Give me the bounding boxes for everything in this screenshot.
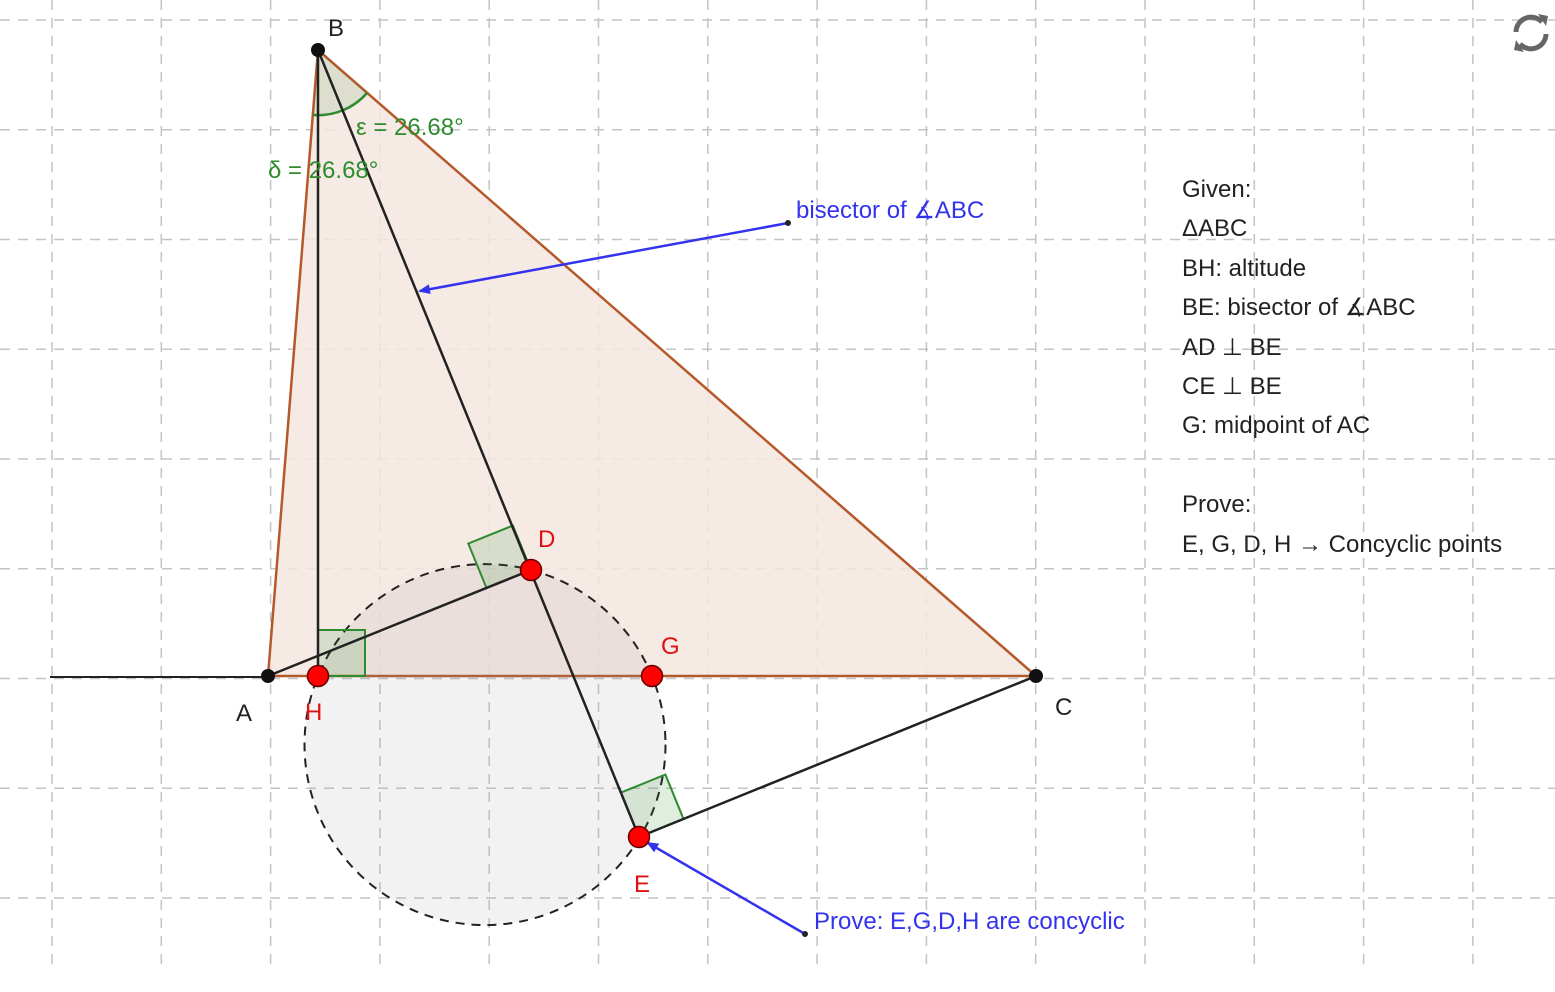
concyclic-circle[interactable] [303,563,667,927]
given-item: BE: bisector of ∡ABC [1182,294,1416,322]
label-d: D [538,526,555,553]
prove-title: Prove: [1182,491,1252,519]
refresh-icon[interactable] [1508,10,1554,56]
prove-arrow [646,841,806,936]
angle-epsilon-label: ε = 26.68° [356,114,464,141]
bisector-arrow [418,221,789,295]
given-item: AD ⊥ BE [1182,333,1282,361]
point-e[interactable] [627,825,651,849]
given-item: CE ⊥ BE [1182,372,1282,400]
point-g[interactable] [640,664,664,688]
label-g: G [661,633,680,660]
arrow-anchor [802,931,808,937]
prove-annotation: Prove: E,G,D,H are concyclic [814,908,1125,935]
segment-ce[interactable] [638,674,1037,839]
given-title: Given: [1182,176,1252,203]
label-e: E [634,871,650,898]
given-item: ΔABC [1182,215,1248,243]
angle-delta-label: δ = 26.68° [268,157,378,184]
point-c[interactable] [1029,669,1043,683]
point-a[interactable] [261,669,275,683]
point-d[interactable] [519,558,543,582]
angle-arc-delta-epsilon [313,50,367,116]
point-h[interactable] [306,664,330,688]
given-item: G: midpoint of AC [1182,412,1371,440]
triangle-abc[interactable] [266,47,1040,678]
bisector-annotation: bisector of ∡ABC [796,197,984,224]
point-b[interactable] [311,43,325,57]
bisector-be[interactable] [316,49,641,838]
label-h: H [305,699,322,726]
given-prove-panel: Given: ΔABC BH: altitude BE: bisector of… [1182,170,1502,564]
given-item: BH: altitude [1182,254,1307,282]
prove-statement: E, G, D, H → Concyclic points [1182,530,1503,558]
label-c: C [1055,694,1072,721]
arrow-anchor [785,220,791,226]
segment-ad[interactable] [267,568,532,678]
label-a: A [236,700,252,727]
label-b: B [328,15,344,42]
